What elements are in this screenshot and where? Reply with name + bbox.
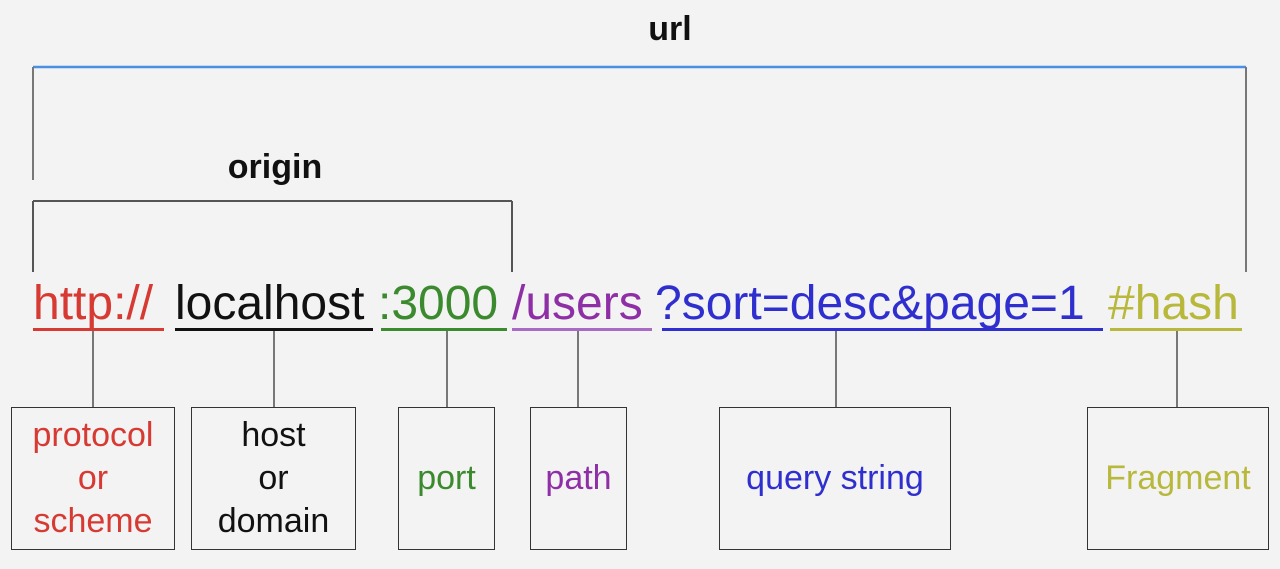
url-path: /users: [512, 277, 643, 330]
origin-bracket: [32, 200, 513, 272]
path-underline: [512, 328, 652, 331]
query-underline: [662, 328, 1103, 331]
origin-title: origin: [227, 148, 323, 186]
protocol-label: protocol or scheme: [32, 416, 154, 540]
port-underline: [381, 328, 507, 331]
path-label: path: [545, 459, 612, 497]
query-label: query string: [746, 459, 924, 497]
port-box: port: [398, 407, 495, 550]
host-box: host or domain: [191, 407, 356, 550]
path-connector: [577, 331, 579, 408]
fragment-connector: [1176, 331, 1178, 408]
url-query: ?sort=desc&page=1: [655, 277, 1085, 330]
url-title: url: [648, 10, 692, 48]
url-host: localhost: [175, 277, 365, 330]
fragment-label: Fragment: [1105, 459, 1251, 497]
port-connector: [446, 331, 448, 408]
url-fragment: #hash: [1108, 277, 1239, 330]
query-box: query string: [719, 407, 951, 550]
fragment-box: Fragment: [1087, 407, 1269, 550]
query-connector: [835, 331, 837, 408]
protocol-underline: [33, 328, 164, 331]
host-label: host or domain: [217, 416, 330, 540]
protocol-box: protocol or scheme: [11, 407, 175, 550]
protocol-connector: [92, 331, 94, 408]
path-box: path: [530, 407, 627, 550]
host-underline: [175, 328, 373, 331]
port-label: port: [417, 459, 476, 497]
url-port: :3000: [378, 277, 499, 330]
host-connector: [273, 331, 275, 408]
url-bracket: [32, 65, 1247, 272]
fragment-underline: [1110, 328, 1242, 331]
url-protocol: http://: [33, 277, 154, 330]
